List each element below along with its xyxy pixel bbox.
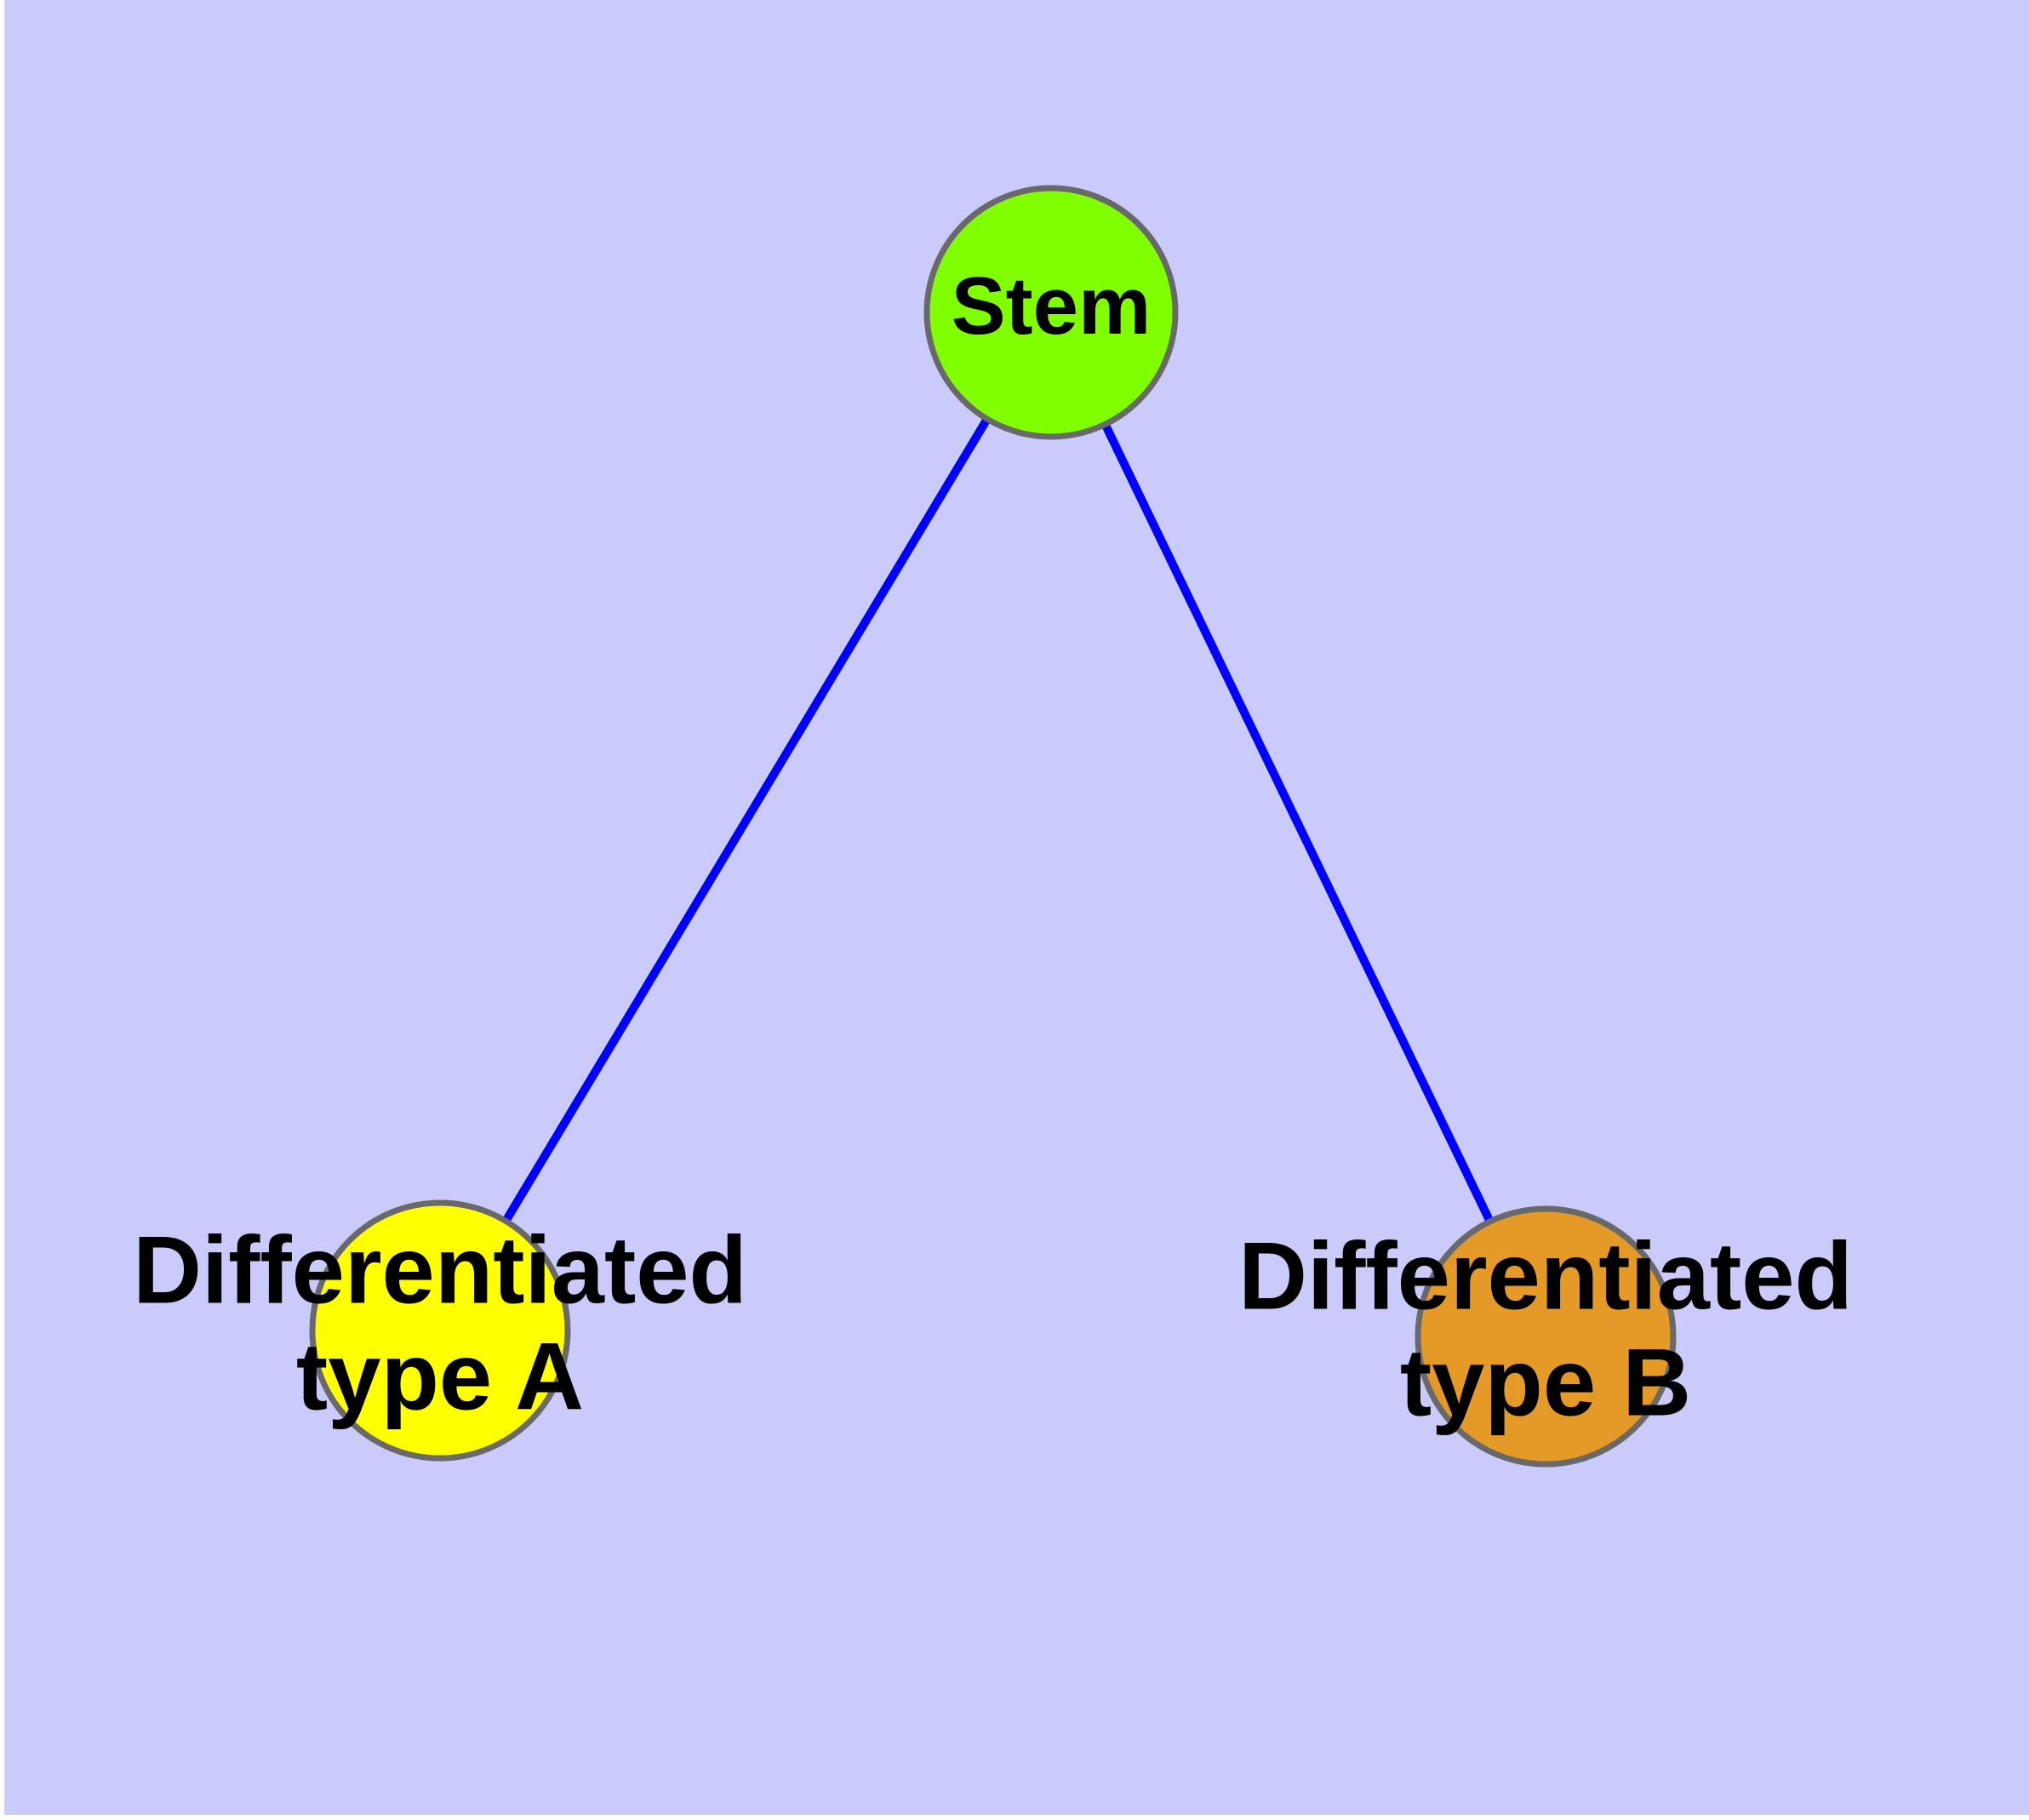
node-circle-differentiated-type-b[interactable] [1415,1205,1677,1468]
node-stem[interactable] [923,185,1179,440]
node-layer [309,185,1677,1468]
node-diff-b[interactable] [1415,1205,1677,1468]
node-circle-stem[interactable] [923,185,1179,440]
node-diff-a[interactable] [309,1199,571,1462]
node-label-stem: Stem [952,260,1152,352]
edge-layer [502,418,1494,1222]
edge-stem-to-differentiated-type-a[interactable] [502,418,991,1222]
node-label-line: type B [1400,1329,1691,1435]
node-label-line: Differentiated [133,1216,747,1323]
node-circle-differentiated-type-a[interactable] [309,1199,571,1462]
node-label-line: Differentiated [1238,1222,1853,1329]
node-label-line: type A [296,1323,584,1429]
edge-stem-to-differentiated-type-b[interactable] [1101,424,1494,1222]
node-label-line: Stem [952,260,1152,352]
